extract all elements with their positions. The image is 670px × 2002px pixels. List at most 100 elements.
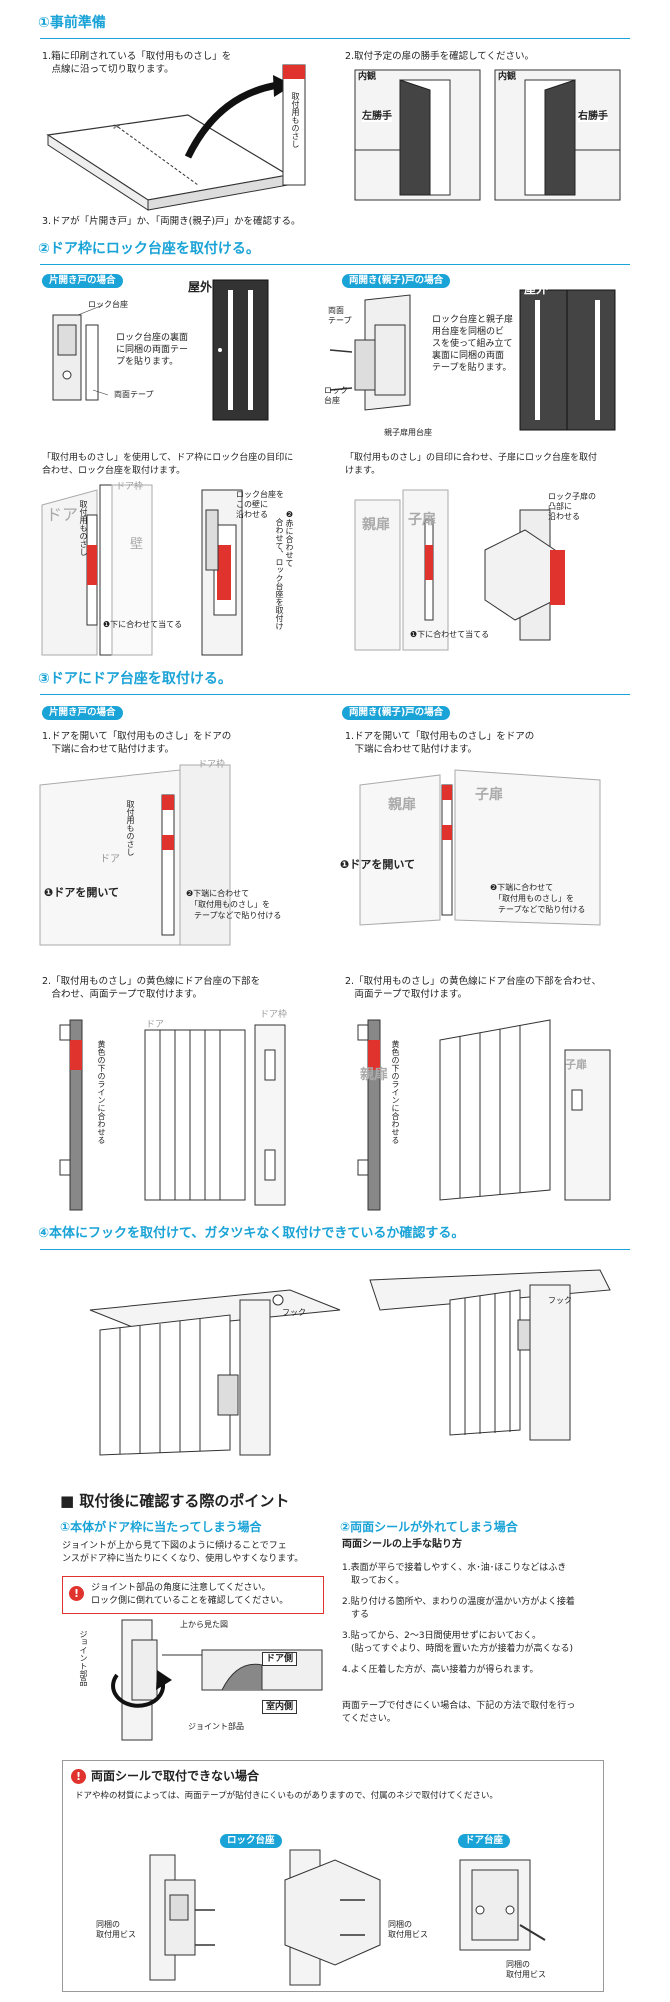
door-side-label: ドア側 [262, 1652, 298, 1666]
double-hook-illustration [369, 1269, 611, 1441]
section3-rule [40, 694, 630, 695]
sec1-step3: 3.ドアが「片開き戸」か、「両開き(親子)戸」かを確認する。 [42, 216, 301, 227]
door-label-3b: ドア [146, 1020, 165, 1030]
lock-base-label: ロック台座 [88, 300, 128, 309]
tape-note-2: ❷下端に合わせて 「取付用ものさし」を テープなどで貼り付ける [490, 883, 586, 914]
pill-door-base: ドア台座 [458, 1834, 511, 1848]
section1-rule [40, 38, 630, 39]
point1-title: ①本体がドア枠に当たってしまう場合 [60, 1520, 262, 1534]
oyako-base-label: 親子扉用台座 [384, 428, 432, 437]
oyatobira-label-3: 親扉 [388, 797, 416, 813]
wall-label: 壁 [130, 537, 144, 552]
desc-single: ロック台座の裏面 に同梱の両面テー プを貼ります。 [116, 333, 189, 367]
right-hand-label: 右勝手 [578, 111, 608, 122]
topview-label: 上から見た図 [180, 1620, 228, 1629]
screw-label-2: 同梱の 取付用ビス [388, 1920, 428, 1939]
yellow-line-note-2: 黄色の下のラインに合わせる [391, 1040, 400, 1144]
left-hand-label: 左勝手 [362, 111, 392, 122]
sec3-s1-single: 1.ドアを開いて「取付用ものさし」をドアの 下端に合わせて貼付けます。 [42, 731, 232, 755]
doorframe-label-3b: ドア枠 [260, 1010, 288, 1020]
align-note-1: ❶下に合わせて当てる [103, 620, 183, 629]
point2-item2: 2.貼り付ける箇所や、まわりの温度が温かい方がよく接着 する [342, 1597, 575, 1620]
double-door-base-illustration [357, 1019, 611, 1211]
alert-icon-2: ! [71, 1769, 86, 1784]
joint-label: ジョイント部品 [188, 1722, 244, 1731]
pill-lock-base: ロック台座 [220, 1834, 282, 1848]
inst-double: 「取付用ものさし」の目印に合わせ、子扉にロック台座を取付 けます。 [345, 453, 598, 476]
inst-single: 「取付用ものさし」を使用して、ドア枠にロック台座の目印に 合わせ、ロック台座を取… [42, 453, 294, 476]
point2-item1: 1.表面が平らで接着しやすく、水･油･ほこりなどはふき 取っておく。 [342, 1563, 567, 1586]
pill-single-door-3: 片開き戸の場合 [42, 706, 123, 720]
section4-title: ④本体にフックを取付けて、ガタツキなく取付けできているか確認する。 [38, 1226, 465, 1241]
ryomen-tape-label-2: 両面 テープ [328, 306, 352, 325]
sec3-s2-double: 2.「取付用ものさし」の黄色線にドア台座の下部を合わせ、 両面テープで取付けます… [345, 976, 602, 1000]
section4-rule [40, 1249, 630, 1250]
desc-double: ロック台座と親子扉 用台座を同梱のビ スを使って組み立て 裏面に同梱の両面 テー… [432, 314, 514, 374]
sec3-s2-single: 2.「取付用ものさし」の黄色線にドア台座の下部を 合わせ、両面テープで取付けます… [42, 976, 261, 1000]
ruler-label: 取付用ものさし [291, 92, 300, 148]
screw-label-3: 同梱の 取付用ビス [506, 1960, 546, 1979]
point1-desc: ジョイントが上から見て下図のように傾けることでフェ ンスがドア枠に当たりにくくな… [62, 1541, 304, 1564]
no-tape-desc: ドアや枠の材質によっては、両面テープが貼付きにくいものがありますので、付属のネジ… [75, 1791, 498, 1801]
sec1-step1: 1.箱に印刷されている「取付用ものさし」を 点線に沿って切り取ります。 [42, 51, 232, 75]
okugai-label-1: 屋外 [188, 280, 213, 294]
step2-note-single: ❷赤に合わせて 合わせて、ロック台座を取付け [275, 510, 294, 630]
joint-illustration [111, 1619, 323, 1741]
warning-box: ! ジョイント部品の角度に注意してください。 ロック側に倒れていることを確認して… [62, 1576, 324, 1614]
naikan-left: 内観 [358, 72, 377, 82]
doorframe-label: ドア枠 [116, 482, 144, 492]
open-door-note: ❶ドアを開いて [44, 886, 119, 899]
door-label: ドア [46, 505, 79, 524]
kotobira-label-3b: 子扉 [565, 1058, 587, 1071]
yellow-line-note: 黄色の下のラインに合わせる [97, 1040, 106, 1144]
kotobira-label-3: 子扉 [475, 787, 503, 803]
double-lock-mount-illustration [354, 489, 565, 651]
joint-label-vertical: ジョイント部品 [79, 1630, 88, 1686]
section1-title: ①事前準備 [38, 15, 106, 31]
section3-title: ③ドアにドア台座を取付ける。 [38, 671, 232, 687]
point2-note: 両面テープで付きにくい場合は、下記の方法で取付を行っ てください。 [342, 1701, 576, 1724]
point2-item3: 3.貼ってから、2～3日間使用せずにおいておく。 (貼ってすぐより、時間を置いた… [342, 1631, 574, 1654]
oyatobira-label-1: 親扉 [362, 517, 390, 533]
fit-convex-note: ロック子扉の 凸部に 沿わせる [548, 492, 596, 521]
sec3-s1-double: 1.ドアを開いて「取付用ものさし」をドアの 下端に合わせて貼付けます。 [345, 731, 535, 755]
single-lock-mount-illustration [41, 484, 243, 656]
point2-item4: 4.よく圧着した方が、高い接着力が得られます。 [342, 1665, 539, 1675]
box-cut-illustration: ✂ [46, 64, 306, 211]
hook-label-1: フック [282, 1308, 306, 1317]
points-title: ■ 取付後に確認する際のポイント [60, 1492, 290, 1510]
section2-rule [40, 264, 630, 265]
single-hook-illustration [89, 1289, 341, 1456]
lock-base-label-2: ロック 台座 [324, 386, 348, 405]
room-side-label: 室内側 [262, 1700, 298, 1714]
single-lock-base-illustration [52, 279, 269, 421]
door-label-3: ドア [100, 854, 120, 865]
ruler-vertical-label: 取付用ものさし [79, 500, 88, 556]
section2-title: ②ドア枠にロック台座を取付ける。 [38, 241, 260, 257]
kotobira-label-1: 子扉 [408, 512, 436, 528]
pill-double-door-3: 両開き(親子)戸の場合 [342, 706, 451, 720]
sec1-step2: 2.取付予定の扉の勝手を確認してください。 [345, 51, 534, 62]
single-door-base-illustration [59, 1019, 286, 1211]
svg-text:✂: ✂ [113, 123, 121, 133]
double-lock-base-illustration [329, 289, 616, 431]
open-door-note-2: ❶ドアを開いて [340, 858, 415, 871]
door-hand-illustration [354, 69, 621, 201]
double-ruler-attach-illustration [359, 769, 601, 926]
pill-double-door: 両開き(親子)戸の場合 [342, 274, 451, 288]
alert-icon: ! [69, 1586, 84, 1601]
pill-single-door: 片開き戸の場合 [42, 274, 123, 288]
naikan-right: 内観 [498, 72, 517, 82]
ruler-vertical-label-3: 取付用ものさし [126, 800, 135, 856]
fit-wall-note: ロック台座を この壁に 沿わせる [236, 490, 284, 519]
okugai-label-2: 屋外 [524, 282, 549, 296]
point2-title: ②両面シールが外れてしまう場合 [340, 1520, 518, 1534]
tape-note: ❷下端に合わせて 「取付用ものさし」を テープなどで貼り付ける [186, 889, 282, 920]
align-note-2: ❶下に合わせて当てる [410, 630, 490, 639]
doorframe-label-3: ドア枠 [198, 760, 226, 770]
warning-text: ジョイント部品の角度に注意してください。 ロック側に倒れていることを確認してくだ… [91, 1583, 289, 1606]
screw-label-1: 同梱の 取付用ビス [96, 1920, 136, 1939]
ryomen-tape-label: 両面テープ [114, 390, 154, 399]
screw-mount-illustration [149, 1849, 546, 1986]
oyatobira-label-3b: 親扉 [360, 1067, 388, 1083]
